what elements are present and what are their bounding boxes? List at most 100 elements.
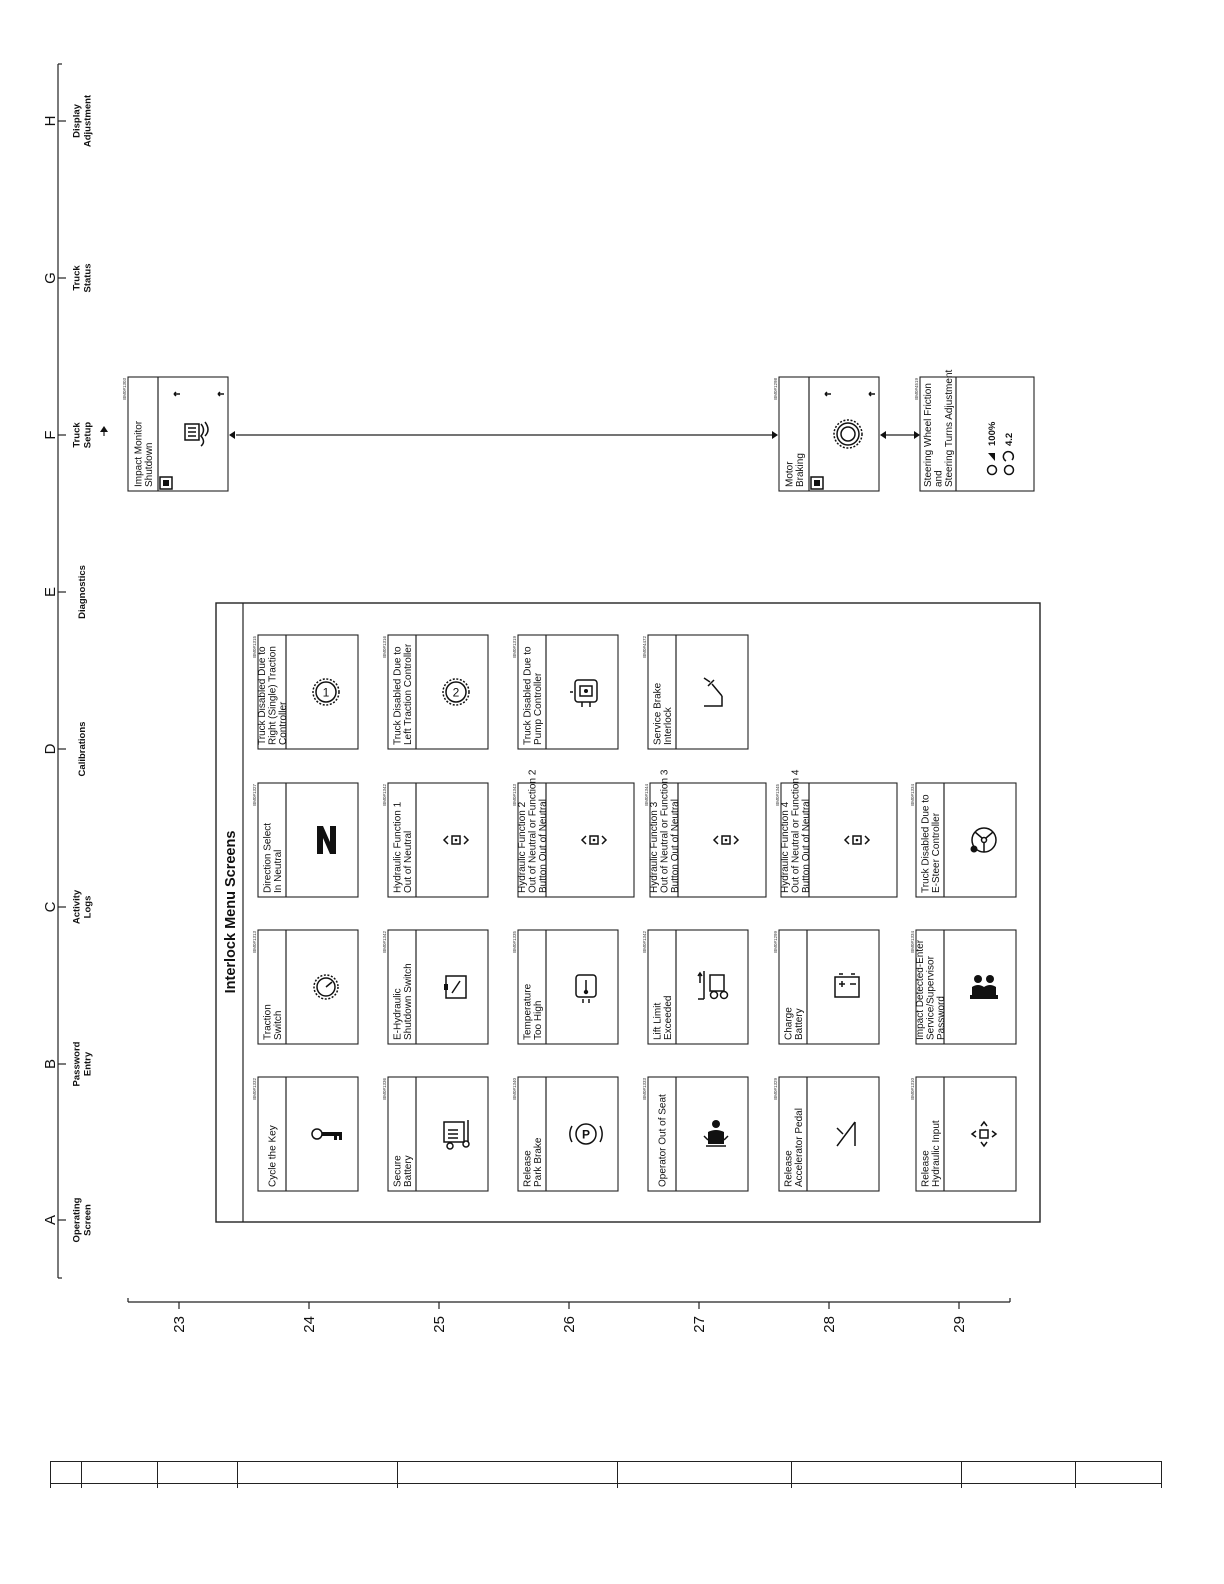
arrowhead-right (772, 431, 778, 439)
friction-ramp-icon (988, 453, 995, 461)
motor-core (840, 426, 856, 442)
gear-teeth (312, 678, 340, 706)
lock-badge-icon (810, 476, 824, 490)
screen-frame (915, 782, 1017, 898)
chevron-right-icon (991, 1130, 998, 1138)
impact-monitor-icon (184, 421, 209, 447)
screen-title-line: Button Out of Neutral (801, 799, 812, 893)
screen-frame (778, 376, 880, 492)
hydraulic-input-icon (970, 1120, 998, 1148)
arrow-left-chevron (712, 835, 719, 845)
secure-battery-icon (443, 1120, 470, 1150)
monitor-lines (188, 427, 196, 437)
footer-cell (237, 1461, 398, 1484)
valve-dot (724, 838, 728, 842)
screen-title-line: Operator Out of Seat (658, 1094, 669, 1187)
arrow-right-chevron (463, 835, 470, 845)
screen-title-line: Temperature (522, 983, 533, 1040)
nav-arrow-icon (217, 391, 224, 397)
brake-letter: P (582, 1128, 590, 1142)
footer-row (50, 1483, 1162, 1488)
screen-code: BM0#1342 (382, 784, 387, 806)
screen-frame (127, 376, 229, 492)
number-tick-label: 24 (301, 1316, 318, 1333)
footer-row (50, 1461, 1162, 1484)
pump-controller-icon (570, 679, 598, 707)
screen-title-line: Left Traction Controller (403, 643, 414, 745)
footer-cell (961, 1461, 1076, 1484)
screen-title-line: Charge (783, 1007, 794, 1040)
lock-badge-icon (159, 476, 173, 490)
screen-title-line: Battery (403, 1155, 414, 1187)
footer-cell (791, 1483, 962, 1488)
menu-label: Diagnostics (77, 565, 88, 619)
number-tick: 25 (431, 1302, 448, 1333)
steering-small-icon (1003, 464, 1015, 476)
screen-title-line: Button Out of Neutral (670, 799, 681, 893)
gear-ring (836, 422, 860, 446)
number-tick: 28 (821, 1302, 838, 1333)
friction-value: 100% (987, 421, 998, 446)
neutral-n-icon (317, 826, 336, 854)
operator-body (708, 1130, 724, 1144)
screen-title-line: Release (522, 1150, 533, 1187)
screen-frame (647, 1076, 749, 1192)
arrow-left-chevron (442, 835, 449, 845)
menu-label-line: Display (72, 103, 83, 138)
pump-dot (584, 689, 588, 693)
screen-frame (517, 634, 619, 750)
screen-frame (778, 1076, 880, 1192)
menu-label-line: Logs (83, 896, 94, 919)
number-tick: 24 (301, 1302, 318, 1333)
key-shaft (322, 1132, 342, 1136)
controller-1-icon: 1 (312, 678, 340, 706)
valve-box (589, 835, 599, 845)
screen-title-line: In Neutral (273, 850, 284, 893)
footer-cell (617, 1461, 792, 1484)
badge-frame (810, 476, 824, 490)
arrow-left-chevron (580, 835, 587, 845)
monitor-body (184, 423, 200, 441)
screen-code: BM0#1298 (773, 378, 778, 400)
screen-code: BM0#1313 (252, 931, 257, 953)
pedal-arm (836, 1121, 856, 1147)
screen-code: BM0#1335 (512, 931, 517, 953)
pump-housing (574, 679, 598, 703)
lift-limit-icon (697, 971, 729, 1000)
screen-code: BM0#1333 (642, 1078, 647, 1100)
screen-code: BM0#1299 (773, 931, 778, 953)
person-head (986, 975, 994, 983)
service-brake-icon (703, 677, 723, 707)
screen-title-line: Battery (794, 1008, 805, 1040)
screen-frame (387, 929, 489, 1045)
key-bit (339, 1136, 342, 1140)
screen-title-line: Cycle the Key (268, 1125, 279, 1187)
screen-code: BM0#1334 (910, 931, 915, 953)
menu-letter: A (42, 1215, 59, 1225)
number-tick-label: 29 (951, 1316, 968, 1333)
motion-line (703, 677, 711, 683)
friction-row: 100% (986, 421, 998, 476)
screen-title-line: Impact Detected-Enter (915, 939, 926, 1040)
battery-cells (448, 1129, 458, 1139)
steering-wheel-icon (970, 827, 997, 853)
screen-frame (257, 929, 359, 1045)
screen-code: BM0#1344 (644, 784, 649, 806)
screen-code: BM0#1315 (252, 636, 257, 658)
menu-letter: H (42, 116, 59, 127)
brake-foot (707, 679, 715, 687)
screen-frame (647, 929, 749, 1045)
screen-frame (647, 634, 749, 750)
badge-fill (163, 480, 169, 486)
screen-title-line: Out of Neutral or Function 2 (528, 769, 539, 893)
battery-body (443, 1121, 465, 1143)
